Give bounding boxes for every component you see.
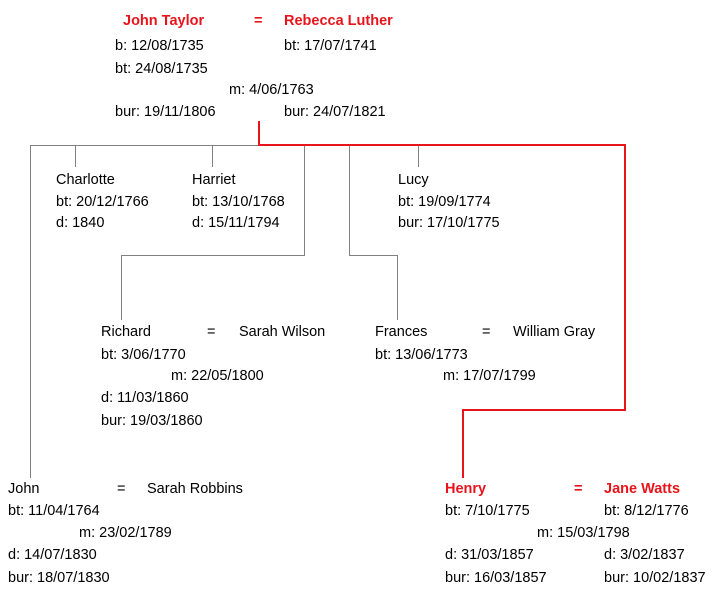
burial-date: bur: 17/10/1775	[398, 215, 500, 231]
marriage-equals: =	[117, 481, 126, 497]
burial-date: bur: 19/11/1806	[115, 104, 216, 120]
burial-date: bur: 18/07/1830	[8, 570, 110, 586]
person-name-william-gray: William Gray	[513, 324, 596, 340]
marriage-date: m: 17/07/1799	[443, 368, 536, 384]
red-lineage-path	[258, 121, 626, 478]
baptism-date: bt: 13/10/1768	[192, 194, 285, 210]
baptism-date: bt: 8/12/1776	[604, 503, 689, 519]
person-name-john-taylor: John Taylor	[123, 13, 205, 29]
death-date: d: 3/02/1837	[604, 547, 685, 563]
burial-date: bur: 24/07/1821	[284, 104, 386, 120]
person-name-sarah-wilson: Sarah Wilson	[239, 324, 326, 340]
burial-date: bur: 16/03/1857	[445, 570, 547, 586]
death-date: d: 11/03/1860	[101, 390, 189, 406]
death-date: d: 31/03/1857	[445, 547, 534, 563]
person-name-sarah-robbins: Sarah Robbins	[147, 481, 243, 497]
person-name-jane-watts: Jane Watts	[604, 481, 681, 497]
person-name-lucy: Lucy	[398, 172, 429, 188]
marriage-equals: =	[207, 324, 216, 340]
person-name-richard: Richard	[101, 324, 151, 340]
burial-date: bur: 19/03/1860	[101, 413, 203, 429]
marriage-equals: =	[574, 481, 583, 497]
person-name-frances: Frances	[375, 324, 428, 340]
person-name-charlotte: Charlotte	[56, 172, 115, 188]
baptism-date: bt: 7/10/1775	[445, 503, 530, 519]
person-name-john: John	[8, 481, 40, 497]
lineage-line	[258, 121, 626, 478]
marriage-equals: =	[482, 324, 491, 340]
marriage-date: m: 23/02/1789	[79, 525, 172, 541]
burial-date: bur: 10/02/1837	[604, 570, 706, 586]
person-name-harriet: Harriet	[192, 172, 236, 188]
marriage-equals: =	[254, 13, 263, 29]
birth-date: b: 12/08/1735	[115, 38, 204, 54]
marriage-date: m: 22/05/1800	[171, 368, 264, 384]
baptism-date: bt: 20/12/1766	[56, 194, 149, 210]
baptism-date: bt: 19/09/1774	[398, 194, 491, 210]
person-name-henry: Henry	[445, 481, 487, 497]
death-date: d: 15/11/1794	[192, 215, 280, 231]
baptism-date: bt: 17/07/1741	[284, 38, 377, 54]
baptism-date: bt: 13/06/1773	[375, 347, 468, 363]
baptism-date: bt: 24/08/1735	[115, 61, 208, 77]
death-date: d: 14/07/1830	[8, 547, 97, 563]
person-name-rebecca-luther: Rebecca Luther	[284, 13, 393, 29]
marriage-date: m: 15/03/1798	[537, 525, 630, 541]
death-date: d: 1840	[56, 215, 105, 231]
marriage-date: m: 4/06/1763	[229, 82, 314, 98]
baptism-date: bt: 11/04/1764	[8, 503, 100, 519]
baptism-date: bt: 3/06/1770	[101, 347, 186, 363]
